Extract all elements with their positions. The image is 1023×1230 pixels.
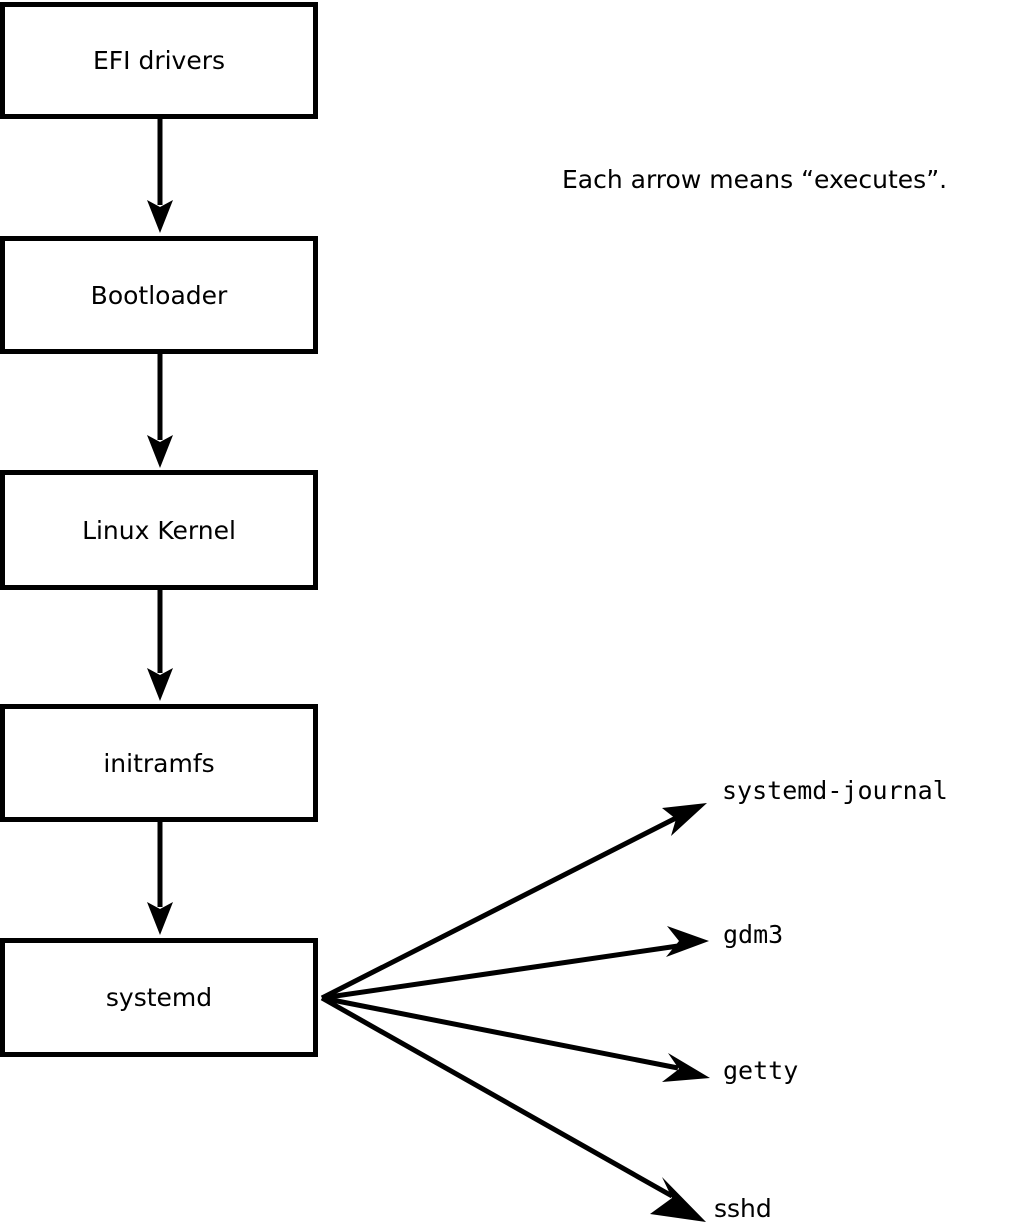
node-label-efi-drivers: EFI drivers	[92, 46, 226, 75]
arrow-efi-drivers-to-bootloader	[147, 118, 173, 233]
diagram-caption: Each arrow means “executes”.	[562, 165, 948, 194]
leaf-label-systemd-journal: systemd-journal	[722, 776, 948, 805]
arrow-linux-kernel-to-initramfs	[147, 590, 173, 701]
node-efi-drivers[interactable]: EFI drivers	[0, 2, 318, 119]
node-label-bootloader: Bootloader	[90, 280, 228, 310]
arrow-bootloader-to-linux-kernel	[147, 354, 173, 468]
leaf-label-getty: getty	[723, 1056, 799, 1085]
arrow-systemd-to-systemd-journal	[320, 803, 707, 1001]
leaf-label-sshd: sshd	[714, 1194, 772, 1223]
arrow-initramfs-to-systemd	[147, 822, 173, 935]
node-label-initramfs: initramfs	[103, 748, 215, 778]
node-initramfs[interactable]: initramfs	[0, 704, 318, 822]
leaf-label-gdm3: gdm3	[723, 920, 784, 949]
node-label-systemd: systemd	[105, 983, 213, 1012]
node-linux-kernel[interactable]: Linux Kernel	[0, 470, 318, 590]
node-label-linux-kernel: Linux Kernel	[82, 515, 236, 545]
arrow-systemd-to-gdm3	[321, 926, 709, 1001]
node-systemd[interactable]: systemd	[0, 938, 318, 1057]
arrow-systemd-to-getty	[321, 995, 710, 1082]
arrow-systemd-to-sshd	[320, 995, 706, 1222]
node-bootloader[interactable]: Bootloader	[0, 236, 318, 354]
